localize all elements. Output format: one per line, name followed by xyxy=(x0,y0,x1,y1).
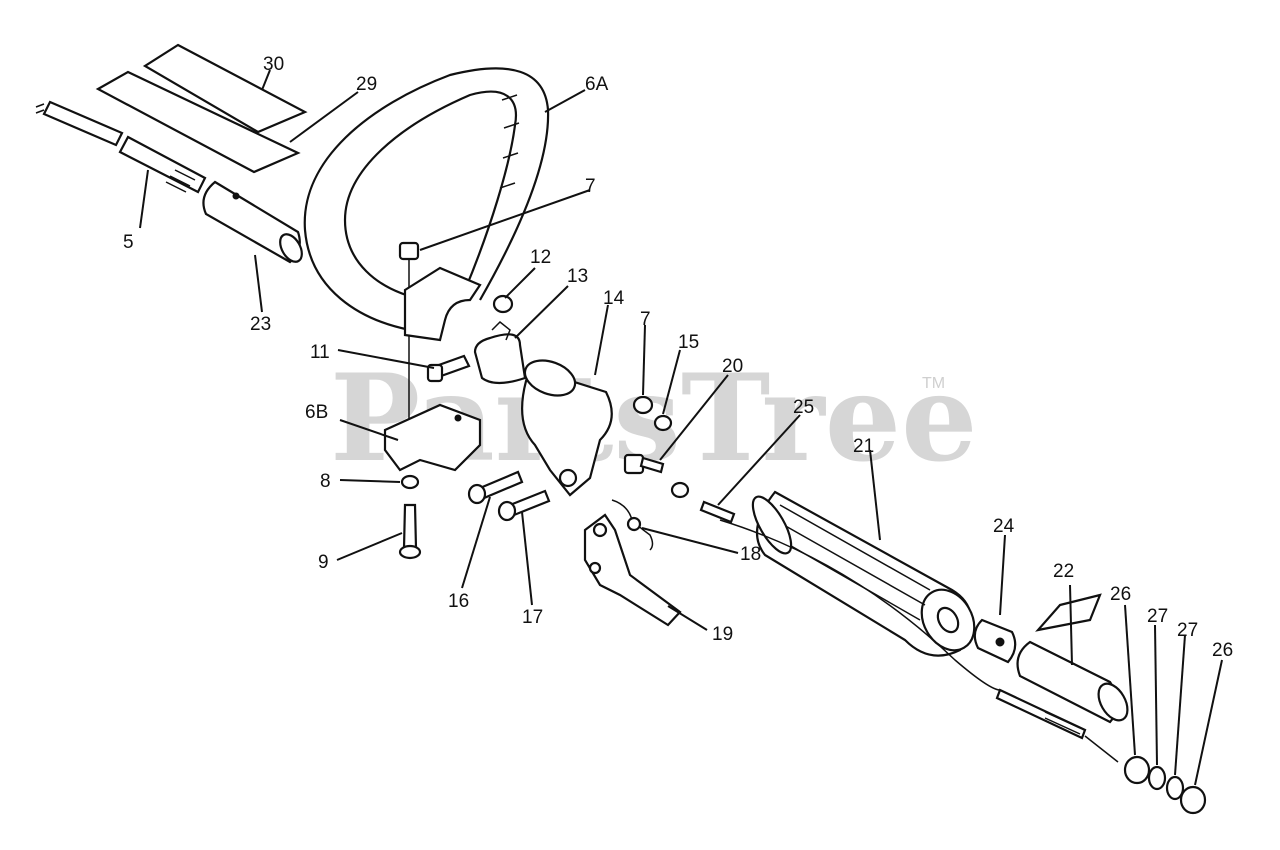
callout-27-right: 27 xyxy=(1177,620,1198,641)
washer-part-27-left xyxy=(1147,765,1167,791)
grip-part-21 xyxy=(751,490,976,657)
callout-8: 8 xyxy=(320,471,331,492)
shaft-part-5 xyxy=(35,100,207,194)
callout-12: 12 xyxy=(530,247,551,268)
callout-22: 22 xyxy=(1053,561,1074,582)
bolt-part-11 xyxy=(426,354,471,383)
decal-part-22 xyxy=(1035,593,1102,632)
watermark-trademark: TM xyxy=(922,375,945,392)
nut-part-7-lower xyxy=(632,395,654,415)
callout-14: 14 xyxy=(603,288,625,309)
loop-handle-part-6a xyxy=(303,67,550,332)
callout-23: 23 xyxy=(250,314,271,335)
nut-part-12 xyxy=(492,294,514,314)
callout-9: 9 xyxy=(318,552,329,573)
tube-part-23 xyxy=(202,180,303,264)
nut-part-26-right xyxy=(1179,785,1207,815)
callout-15: 15 xyxy=(678,332,699,353)
callout-30: 30 xyxy=(263,54,284,75)
nut-part-26-left xyxy=(1123,755,1151,785)
housing-part-14 xyxy=(521,359,613,497)
callout-29: 29 xyxy=(356,74,377,95)
callout-20: 20 xyxy=(722,356,743,377)
pin-part-20 xyxy=(623,453,690,499)
bolt-part-9 xyxy=(398,503,422,560)
callout-17: 17 xyxy=(522,607,543,628)
clamp-lower-part-6b xyxy=(383,403,482,472)
callout-7-upper: 7 xyxy=(585,176,596,197)
callout-6b: 6B xyxy=(305,402,328,423)
callout-25: 25 xyxy=(793,397,814,418)
callout-26-right: 26 xyxy=(1212,640,1233,661)
callout-26-left: 26 xyxy=(1110,584,1131,605)
leader-lines xyxy=(139,69,1223,786)
screw-part-16 xyxy=(467,470,524,505)
callout-7-lower: 7 xyxy=(640,309,651,330)
callout-27-left: 27 xyxy=(1147,606,1168,627)
callout-5: 5 xyxy=(123,232,134,253)
decal-29 xyxy=(95,70,301,174)
callout-18: 18 xyxy=(740,544,761,565)
insert-part-24 xyxy=(973,618,1017,664)
callout-16: 16 xyxy=(448,591,469,612)
clamp-ring-part-13 xyxy=(473,320,527,385)
callout-6a: 6A xyxy=(585,74,609,95)
callout-13: 13 xyxy=(567,266,588,287)
cable-wire xyxy=(719,519,1001,691)
screw-part-17 xyxy=(497,489,551,522)
nut-part-15 xyxy=(653,414,673,432)
callout-19: 19 xyxy=(712,624,733,645)
threaded-rod xyxy=(995,688,1119,763)
callout-21: 21 xyxy=(853,436,874,457)
clamp-upper xyxy=(403,266,482,342)
callout-24: 24 xyxy=(993,516,1015,537)
rod-part-25 xyxy=(699,500,736,524)
washer-part-27-right xyxy=(1165,775,1185,801)
washer-part-8 xyxy=(400,474,420,490)
trigger-part-19 xyxy=(583,513,682,627)
callout-11: 11 xyxy=(310,342,330,363)
tube-end xyxy=(1016,640,1129,724)
spring-part-18 xyxy=(611,499,654,551)
